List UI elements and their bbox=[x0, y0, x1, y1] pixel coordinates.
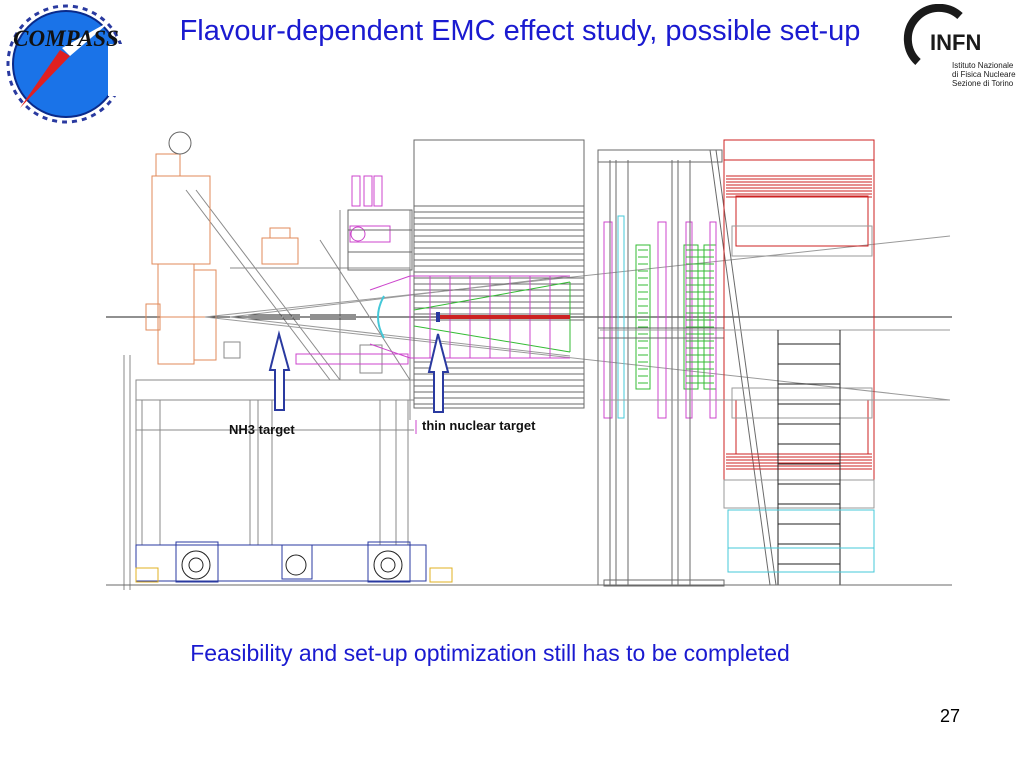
thin-target-holder bbox=[436, 312, 440, 322]
nh3-target-cells bbox=[248, 314, 356, 320]
nh3-target-cryostat bbox=[145, 131, 299, 365]
thin-target-label: thin nuclear target bbox=[422, 418, 536, 433]
slide-subtitle: Feasibility and set-up optimization stil… bbox=[190, 640, 790, 666]
nh3-target-label: NH3 target bbox=[229, 422, 295, 437]
slide-title: Flavour-dependent EMC effect study, poss… bbox=[179, 15, 861, 47]
infn-caption-line-1: Istituto Nazionale bbox=[952, 61, 1014, 70]
target-cone bbox=[204, 235, 951, 401]
infn-logo-text: INFN bbox=[930, 30, 981, 55]
page-number: 27 bbox=[939, 706, 961, 726]
absorber-window bbox=[377, 295, 385, 339]
setup-diagram: NH3 target thin nuclear target bbox=[106, 131, 952, 590]
detector-planes bbox=[603, 215, 717, 419]
infn-caption-line-2: di Fisica Nucleare bbox=[952, 70, 1016, 79]
magnet-ladder bbox=[777, 330, 841, 585]
nh3-target-arrow bbox=[268, 330, 291, 411]
magnet-yoke-grey bbox=[600, 225, 950, 509]
spectrometer-uprights bbox=[597, 149, 777, 587]
magnet-base-cyan bbox=[727, 509, 875, 573]
thin-target-arrow bbox=[427, 333, 450, 413]
compass-logo-text: COMPASS bbox=[13, 26, 119, 51]
target-magnet-coils bbox=[295, 175, 409, 365]
infn-caption-line-3: Sezione di Torino bbox=[952, 79, 1014, 88]
detector-green-fill bbox=[638, 249, 714, 384]
support-frame bbox=[123, 189, 415, 590]
magnet-ladder-rungs bbox=[778, 343, 840, 565]
infn-logo-icon: INFN Istituto Nazionale di Fisica Nuclea… bbox=[903, 4, 1016, 88]
compass-logo-icon: COMPASS bbox=[6, 4, 136, 124]
absorber-housing bbox=[347, 139, 585, 409]
magnet-coil-stripes bbox=[726, 175, 872, 470]
base-trolley bbox=[135, 541, 453, 583]
